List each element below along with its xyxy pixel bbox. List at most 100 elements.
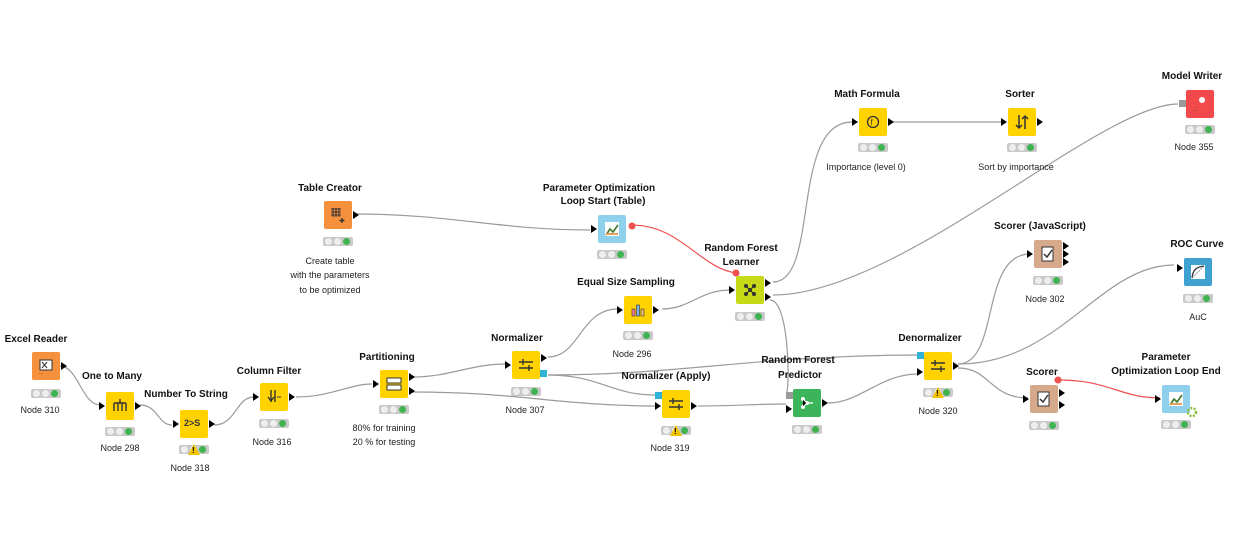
connection-line: [411, 363, 507, 378]
flow-variable-connection: [631, 224, 737, 274]
connection-line: [772, 121, 853, 283]
node-status-indicator: [792, 425, 822, 434]
node-title: Number To String: [144, 389, 228, 400]
connection-line: [772, 103, 1179, 296]
model-writer-node[interactable]: .:: [1179, 90, 1214, 118]
connection-line: [957, 367, 1029, 399]
svg-text:.:: .:: [1193, 106, 1197, 113]
warning-icon: !: [670, 425, 682, 436]
denormalizer-node[interactable]: [917, 352, 959, 380]
node-caption: Node 296: [612, 349, 652, 359]
connection-line: [547, 374, 657, 396]
node-caption: Importance (level 0): [826, 162, 906, 172]
partition-icon: [386, 377, 402, 391]
node-title: Optimization Loop End: [1111, 366, 1221, 377]
node-title: Scorer (JavaScript): [994, 221, 1086, 232]
node-title: Equal Size Sampling: [577, 277, 675, 288]
random-forest-predictor-node[interactable]: [786, 389, 828, 417]
node-caption: Node 302: [1025, 294, 1065, 304]
node-title: Normalizer (Apply): [621, 371, 711, 382]
scorer-node[interactable]: [1023, 385, 1065, 413]
connection-line: [139, 404, 173, 426]
gear-icon: [1186, 406, 1198, 418]
loop-end-node[interactable]: [1155, 385, 1198, 418]
node-caption: Node 316: [252, 437, 292, 447]
roc-curve-icon: [1191, 265, 1205, 279]
node-status-indicator: [379, 405, 409, 414]
math-formula-icon: f: [866, 115, 880, 129]
sampling-icon: [631, 304, 645, 317]
node-status-indicator: [1033, 276, 1063, 285]
flow-variable-port: [732, 269, 740, 277]
scorer-javascript-node[interactable]: [1027, 240, 1069, 268]
node-status-indicator: [735, 312, 765, 321]
node-title: Scorer: [1026, 367, 1058, 378]
flow-variable-port: [1054, 376, 1062, 384]
column-filter-icon: [267, 390, 281, 403]
scorer-icon: [1037, 391, 1050, 407]
node-title: Learner: [722, 257, 760, 268]
column-filter-node[interactable]: [253, 383, 295, 411]
node-title: Column Filter: [236, 366, 302, 377]
equal-size-sampling-node[interactable]: [617, 296, 659, 324]
random-forest-predictor-icon: [801, 397, 813, 409]
warning-icon: !: [932, 387, 944, 398]
connection-line: [355, 213, 591, 231]
connection-line: [697, 403, 787, 407]
connection-line: [547, 308, 619, 358]
loop-start-node[interactable]: [591, 215, 626, 243]
normalizer-apply-node[interactable]: [655, 390, 697, 418]
node-caption: Node 298: [100, 443, 140, 453]
node-title: Parameter Optimization: [542, 183, 656, 194]
node-caption: to be optimized: [299, 285, 361, 295]
node-status-indicator: [1185, 125, 1215, 134]
math-formula-node[interactable]: f: [852, 108, 894, 136]
node-title: Parameter: [1141, 352, 1191, 363]
flow-variable-connection: [1057, 379, 1161, 399]
table-creator-node[interactable]: [324, 201, 359, 229]
node-title: Table Creator: [298, 183, 362, 194]
node-status-indicator: [623, 331, 653, 340]
node-caption: Node 355: [1174, 142, 1214, 152]
node-status-indicator: [511, 387, 541, 396]
connection-line: [547, 354, 921, 376]
node-status-indicator: [1161, 420, 1191, 429]
connection-line: [661, 289, 731, 310]
node-caption: Node 307: [505, 405, 545, 415]
node-status-indicator: [105, 427, 135, 436]
node-caption: 20 % for testing: [352, 437, 416, 447]
normalizer-node[interactable]: [505, 351, 547, 379]
one-to-many-node[interactable]: [99, 392, 141, 420]
one-to-many-icon: [113, 399, 127, 411]
warning-icon: !: [188, 444, 200, 455]
node-caption: Node 320: [918, 406, 958, 416]
partitioning-node[interactable]: [373, 370, 415, 398]
node-title: Random Forest: [761, 355, 835, 366]
denormalizer-icon: [931, 360, 945, 372]
node-title: ROC Curve: [1170, 239, 1224, 250]
node-title: Predictor: [778, 370, 822, 381]
node-status-indicator: [323, 237, 353, 246]
excel-reader-node[interactable]: ...: [32, 352, 67, 380]
sorter-icon: [1015, 114, 1029, 130]
connection-line: [769, 299, 789, 395]
excel-icon: ...: [39, 359, 53, 375]
number-to-string-node[interactable]: 2>S: [173, 410, 215, 438]
node-title: Random Forest: [704, 243, 778, 254]
node-title: One to Many: [81, 371, 143, 382]
node-title: Partitioning: [359, 352, 415, 363]
connection-line: [957, 253, 1031, 365]
node-status-indicator: [858, 143, 888, 152]
connection-line: [295, 383, 373, 398]
node-caption: Create table: [305, 256, 355, 266]
sorter-node[interactable]: [1001, 108, 1043, 136]
random-forest-learner-icon: [744, 284, 756, 296]
node-title: Math Formula: [834, 89, 900, 100]
node-title: Normalizer: [491, 333, 543, 344]
node-status-indicator: [31, 389, 61, 398]
svg-text:f: f: [871, 118, 874, 127]
node-title: Loop Start (Table): [560, 196, 646, 207]
random-forest-learner-node[interactable]: [729, 276, 771, 304]
roc-curve-node[interactable]: [1177, 258, 1212, 286]
